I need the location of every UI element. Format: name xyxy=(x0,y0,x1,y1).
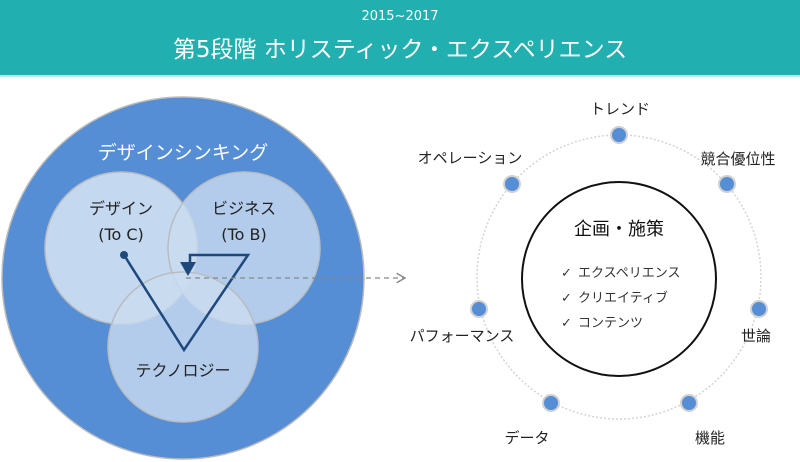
check-item: コンテンツ xyxy=(578,316,643,331)
node-dot xyxy=(610,126,628,144)
design-label: デザイン xyxy=(89,199,153,218)
business-sub-label: (To B) xyxy=(221,225,266,244)
node-label-trend: トレンド xyxy=(590,100,650,118)
check-item: エクスペリエンス xyxy=(578,266,680,281)
center-title: 企画・施策 xyxy=(574,219,664,240)
node-dot xyxy=(718,175,736,193)
node-dot xyxy=(680,394,698,412)
path-arrowhead xyxy=(180,262,196,276)
node-label-function: 機能 xyxy=(695,429,725,447)
node-dot xyxy=(503,175,521,193)
period-label: 2015~2017 xyxy=(361,9,439,24)
check-icon: ✓ xyxy=(561,266,572,281)
nodes xyxy=(470,126,768,412)
checklist: ✓ エクスペリエンス ✓ クリエイティブ ✓ コンテンツ xyxy=(561,266,680,331)
center-circle xyxy=(521,181,717,377)
page-title: 第5段階 ホリスティック・エクスペリエンス xyxy=(172,37,628,63)
design-thinking-label: デザインシンキング xyxy=(98,142,268,164)
node-label-competitive: 競合優位性 xyxy=(700,150,775,168)
node-dot xyxy=(542,394,560,412)
process-path xyxy=(122,253,251,353)
header-banner: 2015~2017 第5段階 ホリスティック・エクスペリエンス xyxy=(0,0,800,77)
node-label-performance: パフォーマンス xyxy=(410,327,515,345)
check-icon: ✓ xyxy=(561,316,572,331)
node-dot xyxy=(470,300,488,318)
node-dot xyxy=(750,300,768,318)
path-start-dot xyxy=(120,251,128,259)
node-label-operation: オペレーション xyxy=(418,149,523,167)
check-item: クリエイティブ xyxy=(578,290,668,306)
business-label: ビジネス xyxy=(212,199,276,218)
check-icon: ✓ xyxy=(561,291,572,306)
node-label-data: データ xyxy=(504,429,549,447)
node-label-opinion: 世論 xyxy=(741,327,771,345)
design-sub-label: (To C) xyxy=(98,225,144,244)
technology-label: テクノロジー xyxy=(135,361,230,380)
